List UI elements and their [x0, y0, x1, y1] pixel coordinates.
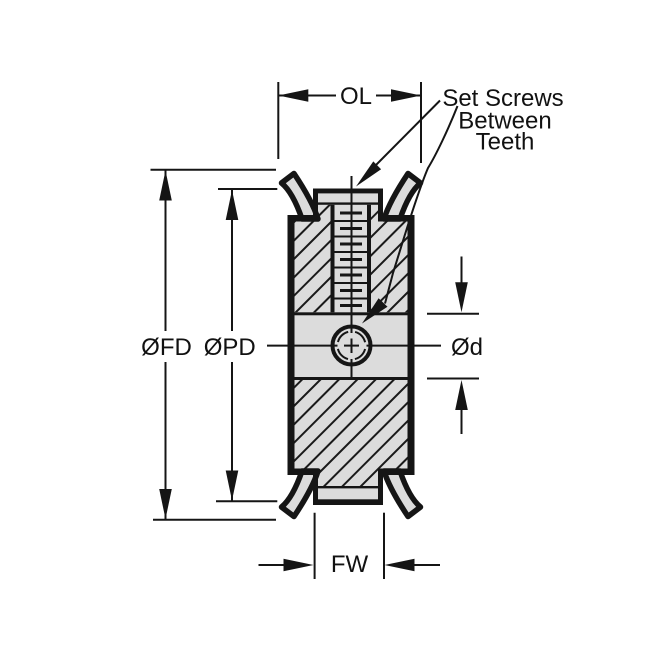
svg-text:FW: FW	[331, 551, 369, 578]
svg-text:Ød: Ød	[451, 334, 483, 361]
svg-text:Set Screws: Set Screws	[442, 85, 563, 112]
svg-text:OL: OL	[340, 83, 372, 110]
svg-text:ØFD: ØFD	[141, 334, 192, 361]
svg-text:Teeth: Teeth	[476, 129, 535, 156]
svg-text:Between: Between	[458, 108, 551, 135]
svg-text:ØPD: ØPD	[204, 334, 256, 361]
